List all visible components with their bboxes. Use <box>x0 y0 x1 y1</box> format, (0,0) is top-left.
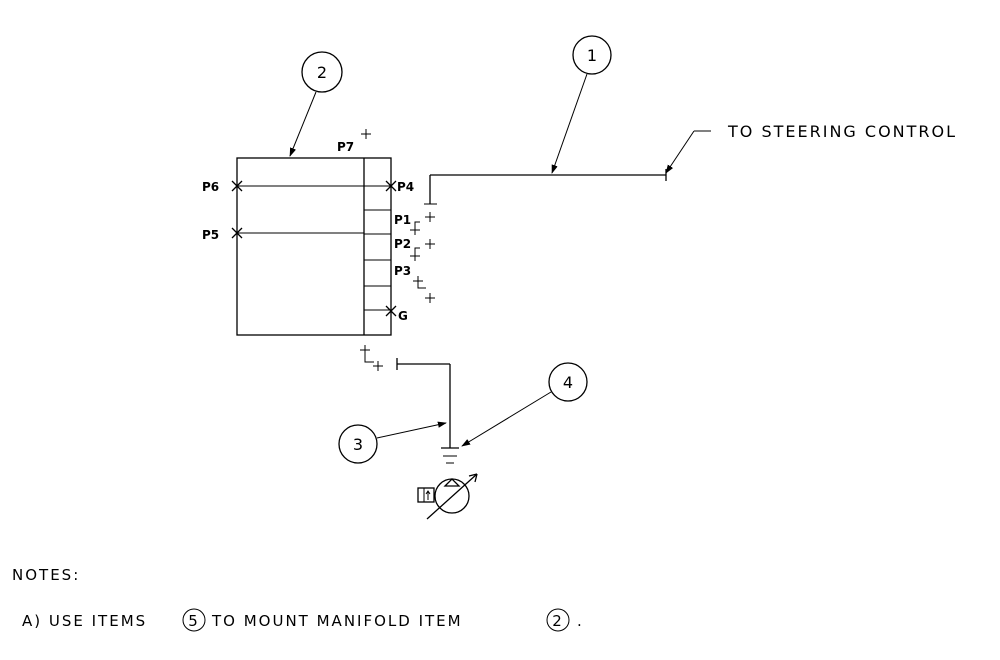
note-a-ref-item-2: 2 <box>552 612 564 630</box>
notes-heading: NOTES: <box>12 566 80 584</box>
connector-symbol <box>441 447 459 464</box>
note-a-prefix: A) USE ITEMS <box>22 612 147 630</box>
balloon-label-1: 1 <box>587 46 597 65</box>
steering-line <box>424 169 667 205</box>
port-label-p2: P2 <box>394 237 411 251</box>
manifold-block <box>236 157 392 336</box>
pump-line <box>396 358 451 448</box>
balloon-label-3: 3 <box>353 435 363 454</box>
balloon-label-2: 2 <box>317 63 327 82</box>
port-label-p1: P1 <box>394 213 411 227</box>
plug-symbols <box>360 129 435 371</box>
steering-callout-text: TO STEERING CONTROL <box>727 122 957 141</box>
note-a-suffix: . <box>577 612 584 630</box>
port-label-p5: P5 <box>202 228 219 242</box>
port-markers <box>231 180 397 317</box>
balloon-item-1: 1 <box>551 35 612 174</box>
port-label-p4: P4 <box>397 180 414 194</box>
port-label-p7: P7 <box>337 140 354 154</box>
notes-section: NOTES: A) USE ITEMS 5 TO MOUNT MANIFOLD … <box>12 566 584 632</box>
port-label-p6: P6 <box>202 180 219 194</box>
steering-callout: TO STEERING CONTROL <box>665 122 957 174</box>
balloon-item-3: 3 <box>338 421 447 464</box>
note-a-ref-item-5: 5 <box>188 612 200 630</box>
note-a-middle: TO MOUNT MANIFOLD ITEM <box>211 612 463 630</box>
port-label-p3: P3 <box>394 264 411 278</box>
variable-pump-symbol <box>417 473 478 520</box>
balloon-item-4: 4 <box>461 362 588 447</box>
balloon-label-4: 4 <box>563 373 573 392</box>
port-label-g: G <box>398 309 408 323</box>
balloon-item-2: 2 <box>289 51 343 157</box>
